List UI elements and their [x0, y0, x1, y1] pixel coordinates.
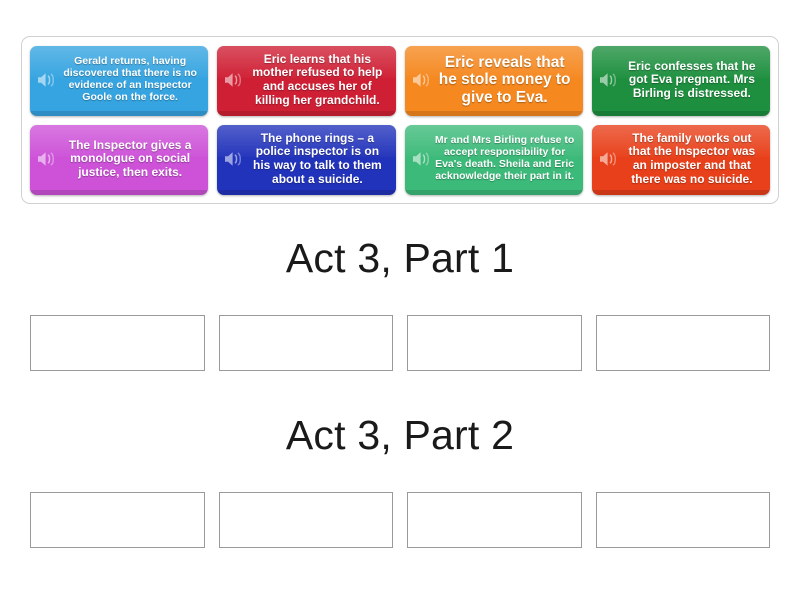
dropzone-part-2-slot-4[interactable]: [595, 492, 770, 548]
dropzone-part-1-slot-1[interactable]: [30, 315, 205, 371]
answer-tile-label: Eric confesses that he got Eva pregnant.…: [628, 58, 756, 100]
answer-tile-2[interactable]: Eric learns that his mother refused to h…: [217, 46, 396, 116]
answer-tile-6[interactable]: The phone rings – a police inspector is …: [217, 125, 396, 195]
answer-tile-label: Eric reveals that he stole money to give…: [438, 53, 571, 106]
tile-row-top: Gerald returns, having discovered that t…: [30, 46, 770, 116]
dropzone-part-2-slot-1[interactable]: [30, 492, 205, 548]
section-title-part-2: Act 3, Part 2: [285, 412, 515, 458]
answer-tile-label: Eric learns that his mother refused to h…: [252, 51, 383, 107]
answer-tile-4[interactable]: Eric confesses that he got Eva pregnant.…: [591, 46, 770, 116]
answer-tile-label: The Inspector gives a monologue on socia…: [68, 137, 192, 179]
answer-tile-7[interactable]: Mr and Mrs Birling refuse to accept resp…: [404, 125, 583, 195]
speaker-icon[interactable]: [221, 67, 247, 93]
speaker-icon[interactable]: [34, 146, 60, 172]
speaker-icon[interactable]: [409, 146, 435, 172]
answer-tile-label: The phone rings – a police inspector is …: [253, 130, 382, 186]
speaker-icon[interactable]: [221, 146, 247, 172]
dropzone-row-part-2: [30, 492, 770, 548]
dropzone-row-part-1: [30, 315, 770, 371]
speaker-icon[interactable]: [409, 67, 435, 93]
tile-row-bottom: The Inspector gives a monologue on socia…: [30, 125, 770, 195]
answer-tile-5[interactable]: The Inspector gives a monologue on socia…: [30, 125, 209, 195]
draggable-answer-tiles-tray: Gerald returns, having discovered that t…: [21, 36, 779, 204]
answer-tile-3[interactable]: Eric reveals that he stole money to give…: [404, 46, 583, 116]
speaker-icon[interactable]: [596, 67, 622, 93]
answer-tile-1[interactable]: Gerald returns, having discovered that t…: [30, 46, 209, 116]
answer-tile-8[interactable]: The family works out that the Inspector …: [591, 125, 770, 195]
speaker-icon[interactable]: [596, 146, 622, 172]
dropzone-part-1-slot-4[interactable]: [595, 315, 770, 371]
dropzone-part-2-slot-2[interactable]: [218, 492, 393, 548]
answer-tile-label: Mr and Mrs Birling refuse to accept resp…: [434, 134, 575, 182]
dropzone-part-1-slot-2[interactable]: [218, 315, 393, 371]
section-title-part-1: Act 3, Part 1: [285, 235, 515, 281]
dropzone-part-2-slot-3[interactable]: [407, 492, 582, 548]
answer-tile-label: Gerald returns, having discovered that t…: [63, 55, 197, 103]
dropzone-part-1-slot-3[interactable]: [407, 315, 582, 371]
answer-tile-label: The family works out that the Inspector …: [628, 130, 756, 186]
speaker-icon[interactable]: [34, 67, 60, 93]
